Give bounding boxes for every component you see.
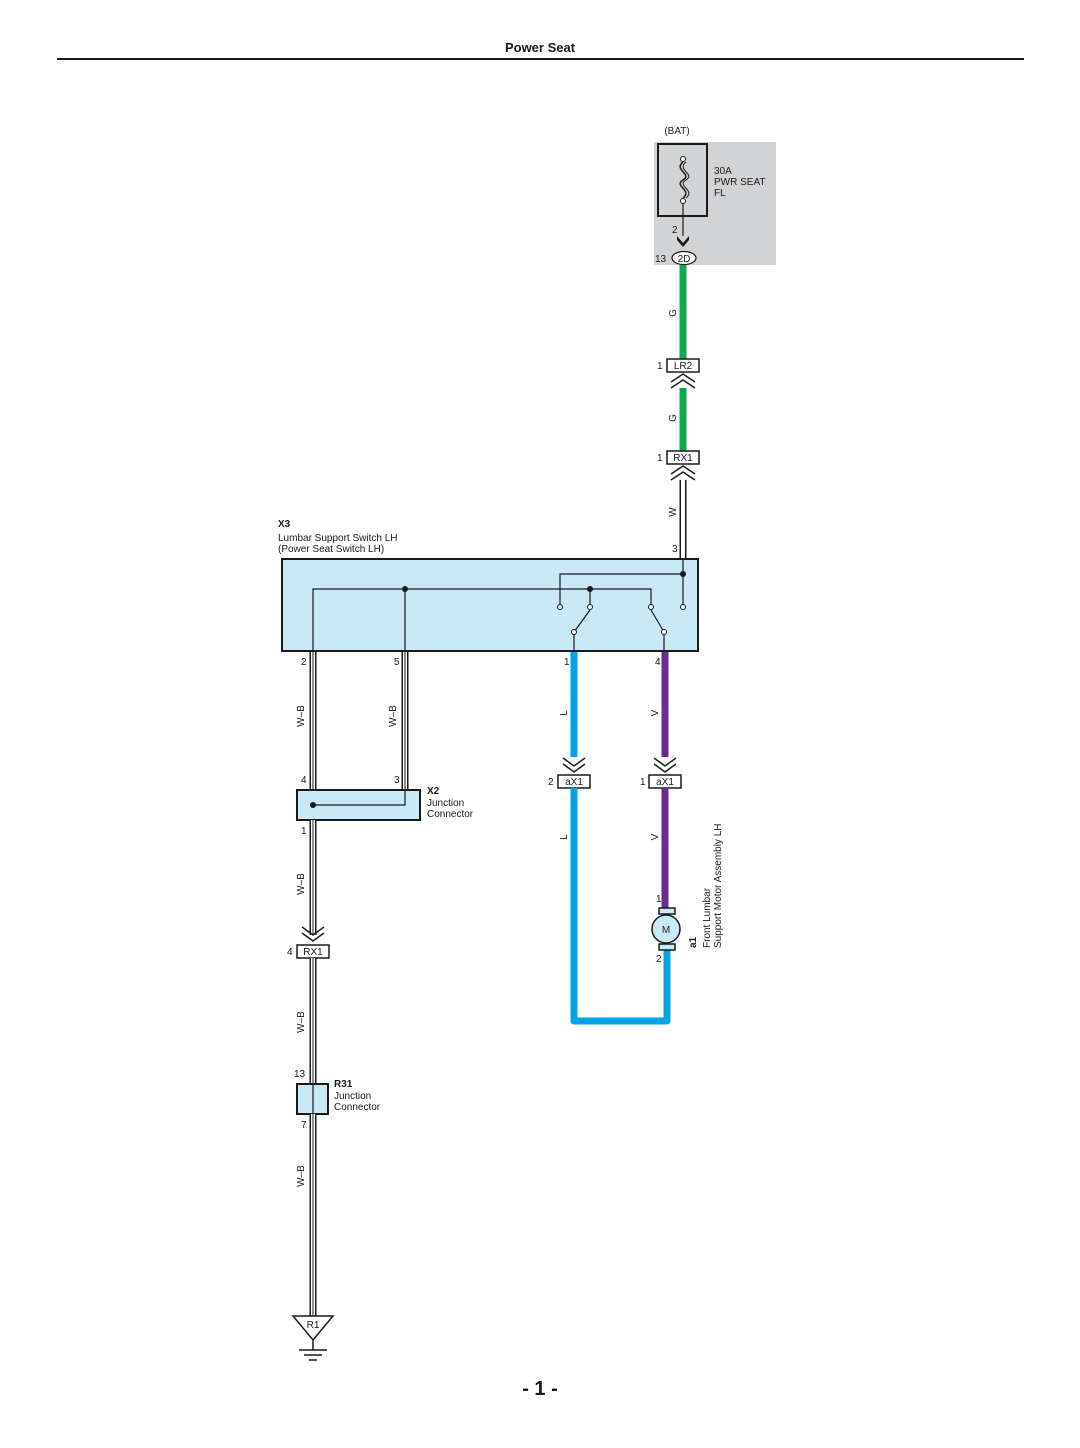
connector-lr2 xyxy=(666,358,700,373)
switch-pin-top: 3 xyxy=(672,544,678,555)
page-title: Power Seat xyxy=(505,40,576,55)
fuse-icon xyxy=(679,161,687,199)
wire-g-lower-label: G xyxy=(668,414,679,422)
connector-rx1-top-pin: 1 xyxy=(657,453,663,464)
connector-rx1-bottom-pin: 4 xyxy=(287,947,293,958)
connector-ax1-left-pin: 2 xyxy=(548,777,554,788)
wire-g-upper-label: G xyxy=(668,309,679,317)
terminal-arrow-icon xyxy=(677,236,689,247)
switch-code: X3 xyxy=(278,519,291,530)
fuse-rating: 30A xyxy=(714,166,732,177)
relay-box xyxy=(654,142,776,265)
wire-wb-x2-label: W–B xyxy=(296,873,307,895)
connector-lr2-pin: 1 xyxy=(657,361,663,372)
ground-icon xyxy=(299,1340,327,1361)
r31-line2: Connector xyxy=(334,1102,381,1113)
connector-rx1-top-label: RX1 xyxy=(673,453,693,464)
motor-cap-top xyxy=(658,907,676,915)
motor-code: a1 xyxy=(688,936,699,948)
connector-lr2-label: LR2 xyxy=(674,361,693,372)
x2-junction xyxy=(310,802,316,808)
bat-label: (BAT) xyxy=(664,126,689,137)
motor-name-1: Front Lumbar xyxy=(702,887,713,948)
x2-pin-1: 1 xyxy=(301,826,307,837)
fuse-name-2: FL xyxy=(714,188,726,199)
wire-wb-rx1-label: W–B xyxy=(296,1011,307,1033)
wire-wb-r31-label: W–B xyxy=(296,1165,307,1187)
r31-pin-7: 7 xyxy=(301,1120,307,1131)
switch-junction xyxy=(680,571,686,577)
ground-label: R1 xyxy=(307,1320,320,1331)
r31-line1: Junction xyxy=(334,1091,371,1102)
wire-l-lower xyxy=(570,788,671,1025)
connector-chevron-icon xyxy=(301,926,325,942)
switch-pin-1: 1 xyxy=(564,657,570,668)
connector-chevron-icon xyxy=(670,373,696,389)
r31-code: R31 xyxy=(334,1079,353,1090)
fuse-terminal-top xyxy=(680,156,686,162)
wire-wb-5-label: W–B xyxy=(388,705,399,727)
connector-ax1-right-pin: 1 xyxy=(640,777,646,788)
fuse-name-1: PWR SEAT xyxy=(714,177,765,188)
wire-v-lower-label: V xyxy=(650,833,661,840)
page-number: - 1 - xyxy=(522,1378,558,1400)
switch-contact xyxy=(648,604,654,610)
motor-cap-bottom xyxy=(658,943,676,951)
switch-sub: (Power Seat Switch LH) xyxy=(278,544,384,555)
x2-pin-3: 3 xyxy=(394,775,400,786)
wire-l-lower-label: L xyxy=(559,834,570,840)
connector-ax1-left-label: aX1 xyxy=(565,777,583,788)
wire-l-upper-label: L xyxy=(559,710,570,716)
motor-name-2: Support Motor Assembly LH xyxy=(713,824,724,949)
connector-chevron-icon xyxy=(562,757,586,773)
switch-junction xyxy=(587,586,593,592)
motor-pin-1: 1 xyxy=(656,894,662,905)
ground-triangle xyxy=(291,1315,335,1342)
switch-contact xyxy=(587,604,593,610)
x2-internal xyxy=(313,791,406,806)
switch-pin-2: 2 xyxy=(301,657,307,668)
switch-junction xyxy=(402,586,408,592)
switch-contact xyxy=(680,604,686,610)
fuse-terminal-bottom xyxy=(680,198,686,204)
x2-line1: Junction xyxy=(427,798,464,809)
switch-pin-4: 4 xyxy=(655,657,661,668)
switch-contact xyxy=(557,604,563,610)
switch-contact xyxy=(571,629,577,635)
fuse-pin-out: 2 xyxy=(672,225,678,236)
connector-rx1-top xyxy=(666,450,700,465)
connector-chevron-icon xyxy=(653,757,677,773)
connector-2d-pin: 13 xyxy=(655,254,667,265)
switch-contact xyxy=(661,629,667,635)
switch-name: Lumbar Support Switch LH xyxy=(278,533,398,544)
fuse-icon-2 xyxy=(682,161,690,199)
wire-wb-2-label: W–B xyxy=(296,705,307,727)
wire-v-upper-label: V xyxy=(650,709,661,716)
connector-ax1-right-label: aX1 xyxy=(656,777,674,788)
switch-pin-5: 5 xyxy=(394,657,400,668)
motor-pin-2: 2 xyxy=(656,954,662,965)
connector-2d-label: 2D xyxy=(678,254,691,265)
switch-body xyxy=(281,558,699,652)
connector-chevron-icon xyxy=(670,465,696,481)
motor-icon xyxy=(651,914,681,944)
r31-pin-13: 13 xyxy=(294,1069,306,1080)
motor-symbol: M xyxy=(662,925,670,936)
connector-2d xyxy=(671,250,697,266)
x2-code: X2 xyxy=(427,786,440,797)
connector-rx1-bottom-label: RX1 xyxy=(303,947,323,958)
wire-w-label: W xyxy=(668,507,679,517)
x2-line2: Connector xyxy=(427,809,474,820)
x2-pin-4: 4 xyxy=(301,775,307,786)
